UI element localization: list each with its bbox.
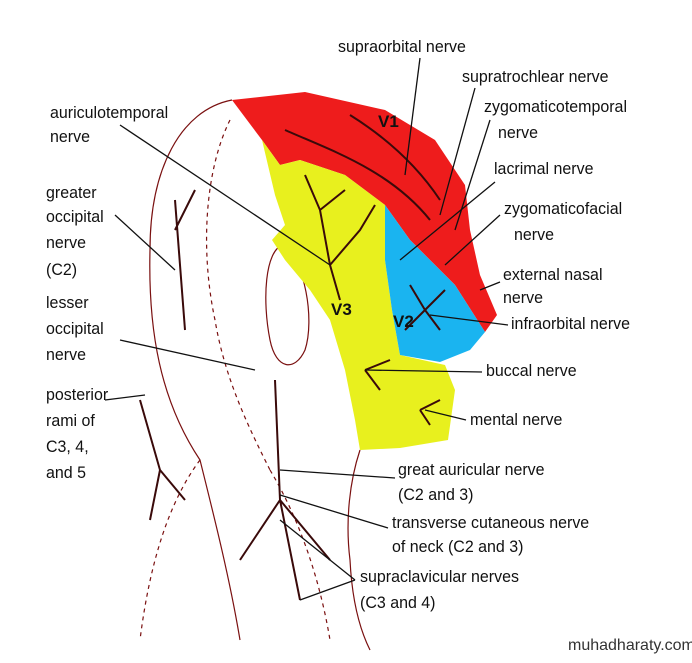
greater-occipital-label-1: greater — [46, 183, 97, 202]
lesser-occipital-label-3: nerve — [46, 345, 86, 364]
v1-label: V1 — [378, 112, 399, 131]
v3-region — [262, 140, 455, 450]
zygomaticofacial-label: zygomaticofacial — [504, 199, 623, 218]
head-outline — [139, 99, 371, 651]
supraclavicular-label-2: (C3 and 4) — [360, 593, 436, 612]
external-nasal-label: external nasal — [503, 265, 603, 284]
infraorbital-label: infraorbital nerve — [511, 314, 631, 333]
greater-occipital-label-2: occipital — [46, 207, 104, 226]
great-auricular-label: great auricular nerve — [398, 460, 545, 479]
transverse-cutaneous-label: transverse cutaneous nerve — [392, 513, 590, 532]
supratrochlear-label: supratrochlear nerve — [462, 67, 609, 86]
lesser-occipital-label-1: lesser — [46, 293, 89, 312]
zygomaticofacial-label-2: nerve — [514, 225, 554, 244]
auriculotemporal-label-2: nerve — [50, 127, 90, 146]
nerve-branches — [139, 114, 446, 601]
auriculotemporal-label: auriculotemporal — [50, 103, 169, 122]
posterior-rami-label-4: and 5 — [46, 463, 86, 482]
transverse-cutaneous-label-2: of neck (C2 and 3) — [392, 537, 524, 556]
zygomaticotemporal-label-2: nerve — [498, 123, 538, 142]
v2-label: V2 — [393, 312, 414, 331]
greater-occipital-label-4: (C2) — [46, 260, 78, 279]
v2-region — [385, 205, 485, 362]
great-auricular-label-2: (C2 and 3) — [398, 485, 474, 504]
posterior-rami-label-1: posterior — [46, 385, 109, 404]
watermark: muhadharaty.com — [568, 637, 692, 654]
lesser-occipital-label-2: occipital — [46, 319, 104, 338]
greater-occipital-label-3: nerve — [46, 233, 86, 252]
supraclavicular-label: supraclavicular nerves — [360, 567, 519, 586]
mental-label: mental nerve — [470, 410, 563, 429]
zygomaticotemporal-label: zygomaticotemporal — [484, 97, 627, 116]
lacrimal-label: lacrimal nerve — [494, 159, 594, 178]
buccal-label: buccal nerve — [486, 361, 577, 380]
v3-label: V3 — [331, 300, 352, 319]
posterior-rami-label-3: C3, 4, — [46, 437, 89, 456]
external-nasal-label-2: nerve — [503, 288, 543, 307]
posterior-rami-label-2: rami of — [46, 411, 95, 430]
leader-lines — [104, 57, 509, 601]
supraorbital-label: supraorbital nerve — [338, 37, 466, 56]
v1-region — [232, 92, 497, 332]
